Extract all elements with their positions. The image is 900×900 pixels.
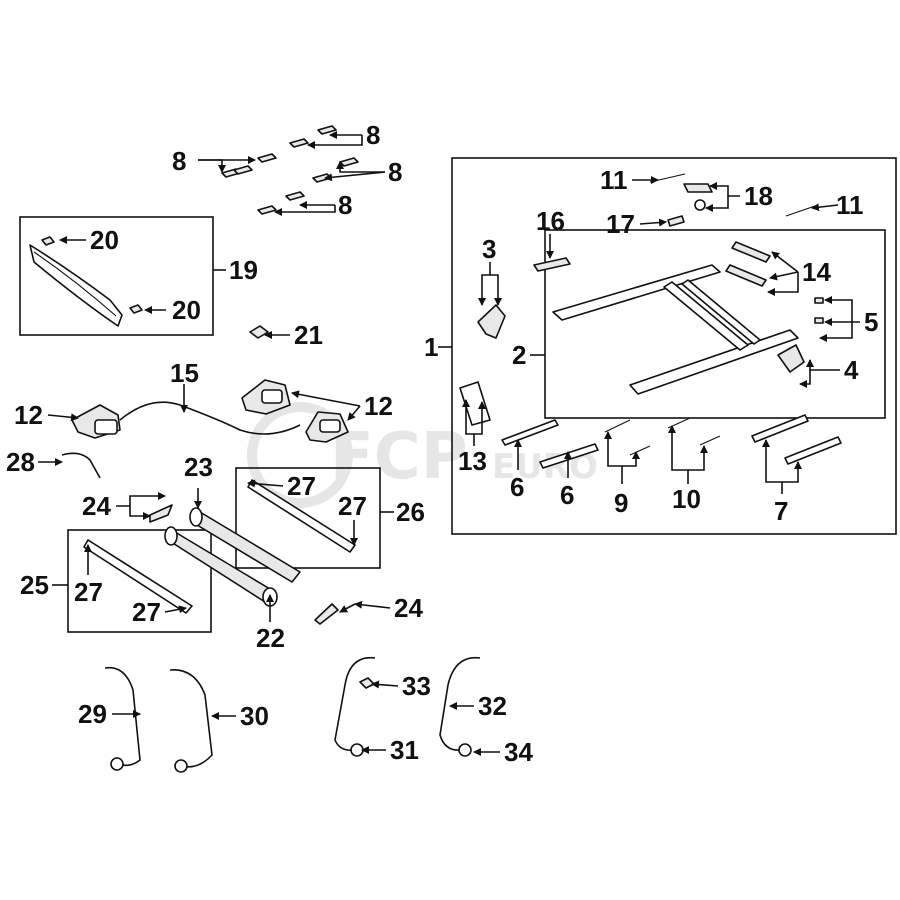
seal-16: [533, 257, 571, 272]
callout-16: 16: [536, 206, 565, 236]
wind-deflector: [29, 236, 143, 327]
seal-7a: [751, 414, 809, 443]
callout-5: 5: [864, 307, 878, 337]
drain-hose-29: [104, 666, 141, 767]
callout-1: 1: [424, 332, 438, 362]
deflector-box: [19, 216, 214, 336]
callout-20: 20: [172, 295, 201, 325]
shade-rail-box-left: [67, 529, 212, 633]
callout-labels: 8 8 8 8 20 20 19 21 15 12 12 28 23 24 24…: [6, 120, 878, 767]
callout-12: 12: [364, 391, 393, 421]
callout-18: 18: [744, 181, 773, 211]
clip-33: [359, 677, 375, 689]
callout-14: 14: [802, 257, 831, 287]
callout-32: 32: [478, 691, 507, 721]
drain-hose-30: [169, 669, 213, 768]
clip-5a: [814, 297, 824, 304]
glass-panel-box: [544, 229, 886, 419]
bracket-3: [477, 304, 506, 339]
callout-3: 3: [482, 234, 496, 264]
bracket-14-lower: [725, 264, 767, 287]
drain-hose-31: [334, 656, 376, 752]
callout-6: 6: [560, 480, 574, 510]
sunroof-assembly-box: [451, 157, 897, 535]
seal-6a: [501, 419, 559, 446]
seal-9a: [604, 419, 631, 433]
bracket-13: [459, 381, 491, 426]
drain-hose-32: [439, 656, 481, 752]
sunshade-rolls: [164, 507, 301, 607]
bracket-24-upper: [149, 504, 173, 523]
callout-23: 23: [184, 452, 213, 482]
watermark-brand: FCP: [330, 420, 468, 494]
callout-2: 2: [512, 340, 526, 370]
callout-8: 8: [172, 146, 186, 176]
sunroof-frame: [552, 264, 799, 395]
callout-22: 22: [256, 623, 285, 653]
seal-10b: [699, 435, 721, 446]
bracket-4: [777, 344, 805, 373]
callout-24: 24: [394, 593, 423, 623]
callout-21: 21: [294, 320, 323, 350]
sunroof-motor-right-lower: [305, 411, 349, 443]
callout-19: 19: [229, 255, 258, 285]
callout-27: 27: [338, 491, 367, 521]
wiring-harness: [119, 401, 301, 435]
callout-28: 28: [6, 447, 35, 477]
callout-29: 29: [78, 699, 107, 729]
clip-5b: [814, 317, 824, 324]
callout-11: 11: [836, 190, 864, 220]
callout-12: 12: [14, 400, 43, 430]
callout-11: 11: [600, 165, 628, 195]
part-17: [667, 215, 685, 227]
seal-7b: [784, 436, 842, 465]
part-18: [683, 183, 713, 193]
callout-10: 10: [672, 484, 701, 514]
callout-27: 27: [287, 471, 316, 501]
callout-8: 8: [338, 190, 352, 220]
hook-28: [61, 452, 101, 479]
callout-31: 31: [390, 735, 419, 765]
callout-20: 20: [90, 225, 119, 255]
sunroof-motor-left: [71, 404, 121, 439]
shade-rail-box-right: [235, 467, 381, 569]
callout-24: 24: [82, 491, 111, 521]
callout-30: 30: [240, 701, 269, 731]
callout-26: 26: [396, 497, 425, 527]
callout-8: 8: [388, 157, 402, 187]
callout-9: 9: [614, 488, 628, 518]
bracket-21: [249, 325, 269, 339]
callout-15: 15: [170, 358, 199, 388]
callout-33: 33: [402, 671, 431, 701]
bracket-14-upper: [731, 241, 771, 263]
callout-25: 25: [20, 570, 49, 600]
watermark: FCP EURO: [247, 402, 598, 508]
seal-9b: [629, 445, 651, 456]
callout-4: 4: [844, 355, 859, 385]
leader-lines: [38, 131, 860, 756]
part-11-b: [785, 205, 816, 217]
callout-27: 27: [132, 597, 161, 627]
callout-34: 34: [504, 737, 533, 767]
callout-17: 17: [606, 209, 635, 239]
sunroof-motor-right-upper: [241, 379, 291, 415]
callout-7: 7: [774, 496, 788, 526]
callout-13: 13: [458, 446, 487, 476]
callout-6: 6: [510, 472, 524, 502]
callout-8: 8: [366, 120, 380, 150]
callout-27: 27: [74, 577, 103, 607]
bracket-24-lower: [314, 603, 339, 625]
